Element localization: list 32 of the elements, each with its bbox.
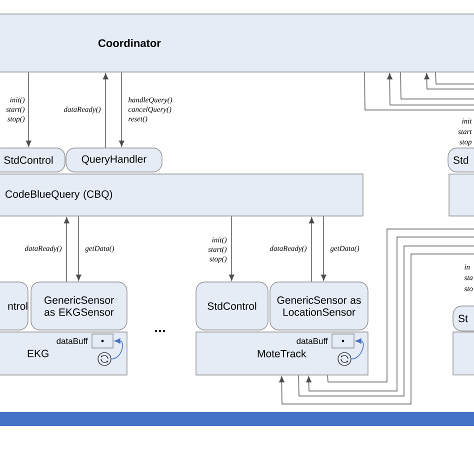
arrow <box>102 73 108 148</box>
arrow <box>118 72 124 147</box>
arrow <box>76 216 82 281</box>
arrow <box>64 217 70 282</box>
arrow <box>424 73 474 90</box>
rounded-box: QueryHandler <box>66 148 162 172</box>
arrow <box>308 217 314 282</box>
rounded-box: Std <box>448 148 474 172</box>
rounded-box: ntrol <box>0 282 28 330</box>
arrow <box>26 72 32 147</box>
rounded-box: StdControl <box>0 148 66 172</box>
rounded-box: St <box>452 306 474 332</box>
rounded-box: StdControl <box>196 282 268 330</box>
module-box: Coordinator <box>0 14 474 72</box>
arrow <box>350 338 364 360</box>
buffer-label: dataBuff <box>296 338 328 344</box>
rounded-box: GenericSensor as EKGSensor <box>30 282 128 330</box>
arrow <box>387 73 474 106</box>
buffer-box <box>92 334 114 348</box>
module-box <box>452 332 474 376</box>
buffer-box <box>332 334 354 348</box>
cycle-icon <box>98 352 112 366</box>
buffer-label: dataBuff <box>56 338 88 344</box>
arrow <box>320 216 326 281</box>
module-box <box>448 174 474 216</box>
arrow <box>228 216 234 281</box>
arrow <box>110 338 123 360</box>
module-box: CodeBlueQuery (CBQ) <box>0 174 364 216</box>
arrow <box>279 254 474 404</box>
ellipsis: ... <box>155 330 165 332</box>
cycle-icon <box>338 352 352 366</box>
rounded-box: GenericSensor as LocationSensor <box>270 282 368 330</box>
